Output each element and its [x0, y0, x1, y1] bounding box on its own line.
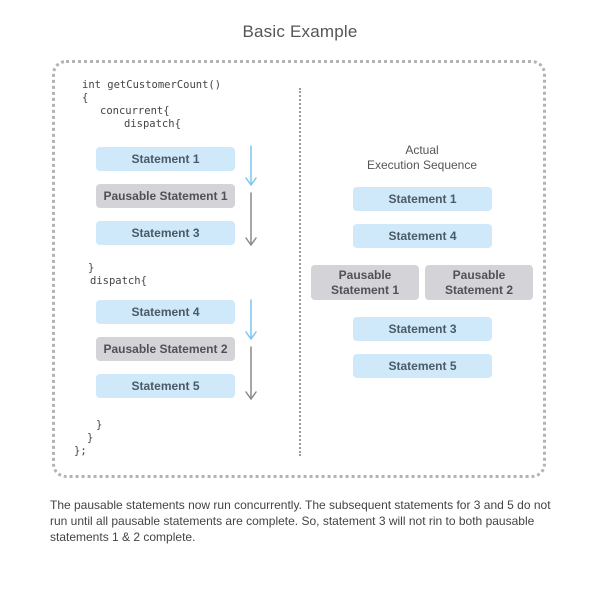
code-close-function: }; [74, 445, 87, 457]
left-statement-3: Statement 3 [96, 221, 235, 245]
left-statement-5: Statement 5 [96, 374, 235, 398]
right-statement-3: Statement 3 [353, 317, 492, 341]
right-pausable-1-line-1: Pausable [338, 267, 392, 282]
code-dispatch-2: dispatch{ [90, 275, 147, 287]
right-pausable-2-line-2: Statement 2 [444, 282, 514, 297]
right-statement-4: Statement 4 [353, 224, 492, 248]
blue-arrow-2 [245, 299, 257, 341]
right-pausable-1-line-2: Statement 1 [330, 282, 400, 297]
left-statement-1: Statement 1 [96, 147, 235, 171]
gray-arrow-1 [245, 192, 257, 247]
left-pausable-statement-2: Pausable Statement 2 [96, 337, 235, 361]
code-function-signature: int getCustomerCount() [82, 79, 222, 91]
code-concurrent: concurrent{ [100, 105, 170, 117]
left-statement-4: Statement 4 [96, 300, 235, 324]
right-statement-5: Statement 5 [353, 354, 492, 378]
heading-line-1: Actual [405, 143, 439, 157]
left-pausable-statement-1: Pausable Statement 1 [96, 184, 235, 208]
code-open-brace: { [82, 92, 89, 104]
diagram-title: Basic Example [242, 22, 358, 41]
code-close-concurrent: } [87, 432, 94, 444]
right-pausable-2-line-1: Pausable [452, 267, 506, 282]
code-close-dispatch-2: } [96, 419, 103, 431]
execution-sequence-heading: Actual Execution Sequence [342, 143, 502, 173]
heading-line-2: Execution Sequence [366, 158, 478, 172]
right-pausable-statement-1: Pausable Statement 1 [311, 265, 419, 300]
code-close-dispatch-1: } [88, 262, 95, 274]
code-dispatch-1: dispatch{ [124, 118, 181, 130]
gray-arrow-2 [245, 346, 257, 401]
explanation-caption: The pausable statements now run concurre… [50, 498, 551, 544]
example-frame [52, 60, 546, 478]
right-statement-1: Statement 1 [353, 187, 492, 211]
column-divider [299, 88, 301, 456]
right-pausable-statement-2: Pausable Statement 2 [425, 265, 533, 300]
blue-arrow-1 [245, 145, 257, 187]
